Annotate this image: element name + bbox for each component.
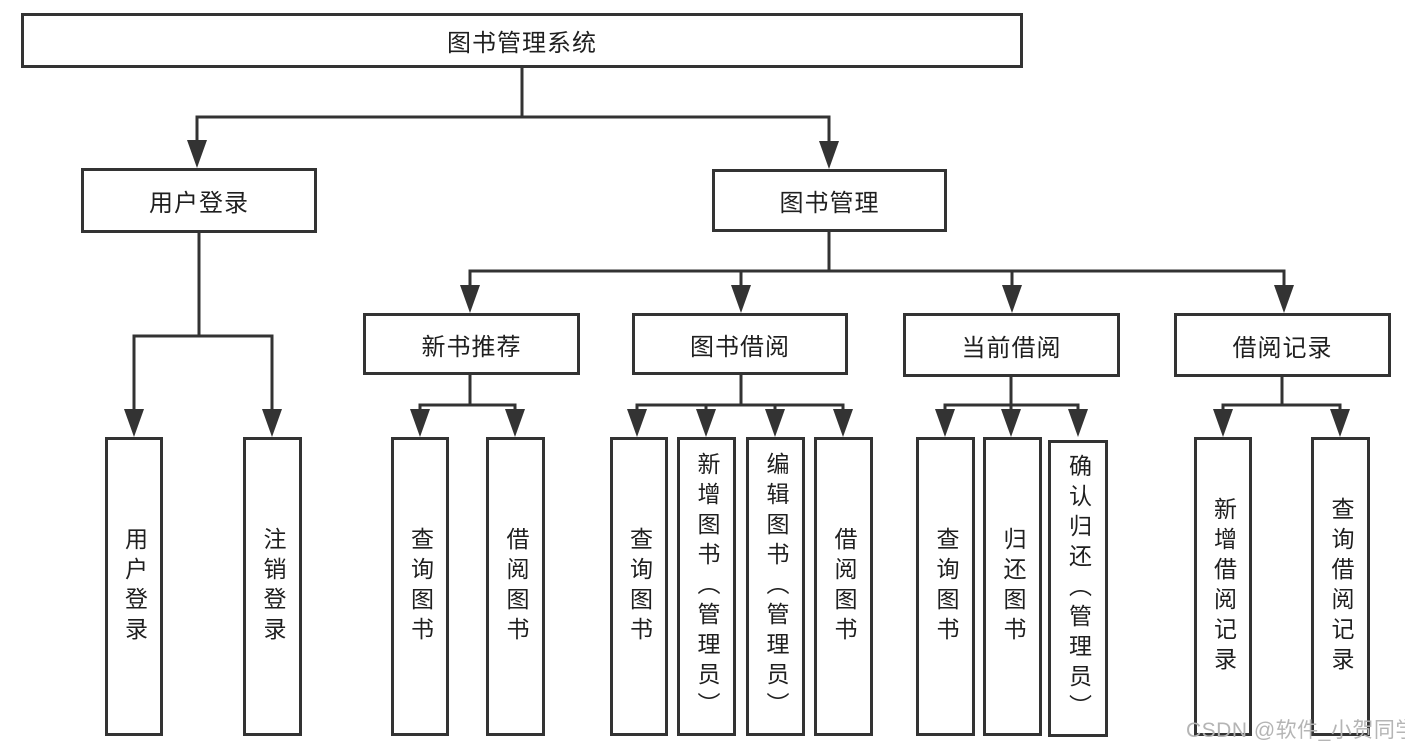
leaf-return-book: 归还图书 xyxy=(983,437,1042,736)
node-book-management: 图书管理 xyxy=(712,169,947,232)
leaf-query-books-current-label: 查询图书 xyxy=(933,526,959,647)
leaf-borrow-books: 借阅图书 xyxy=(814,437,873,736)
leaf-query-borrow-record-label: 查询借阅记录 xyxy=(1328,496,1354,677)
leaf-add-borrow-record-label: 新增借阅记录 xyxy=(1210,496,1237,677)
leaf-add-book-admin: 新增图书（管理员） xyxy=(677,437,736,736)
node-user-login: 用户登录 xyxy=(81,168,317,233)
leaf-borrow-books-label: 借阅图书 xyxy=(831,526,857,647)
csdn-watermark: CSDN @软件_小贺同学 xyxy=(1186,719,1405,742)
leaf-query-borrow-record: 查询借阅记录 xyxy=(1311,437,1370,736)
leaf-user-login-label: 用户登录 xyxy=(121,526,148,647)
node-borrow-records-label: 借阅记录 xyxy=(1232,334,1333,362)
leaf-add-borrow-record: 新增借阅记录 xyxy=(1194,437,1252,736)
arrowheads xyxy=(124,140,1350,437)
leaf-logout: 注销登录 xyxy=(243,437,302,736)
node-book-management-label: 图书管理 xyxy=(779,190,880,217)
leaf-confirm-return-admin-label: 确认归还（管理员） xyxy=(1065,453,1092,724)
leaf-borrow-books-recommend: 借阅图书 xyxy=(486,437,545,736)
node-book-borrow-label: 图书借阅 xyxy=(690,333,790,361)
leaf-query-books-current: 查询图书 xyxy=(916,437,975,736)
node-book-borrow: 图书借阅 xyxy=(632,313,848,375)
node-new-book-recommend: 新书推荐 xyxy=(363,313,580,375)
leaf-edit-book-admin: 编辑图书（管理员） xyxy=(746,437,805,736)
node-borrow-records: 借阅记录 xyxy=(1174,313,1391,377)
node-root: 图书管理系统 xyxy=(21,13,1023,68)
node-root-label: 图书管理系统 xyxy=(447,30,597,57)
node-user-login-label: 用户登录 xyxy=(149,190,249,217)
leaf-add-book-admin-label: 新增图书（管理员） xyxy=(694,451,720,722)
leaf-confirm-return-admin: 确认归还（管理员） xyxy=(1048,440,1108,737)
leaf-edit-book-admin-label: 编辑图书（管理员） xyxy=(763,451,789,722)
leaf-return-book-label: 归还图书 xyxy=(1000,526,1026,647)
leaf-query-books-recommend-label: 查询图书 xyxy=(407,526,434,647)
node-new-book-recommend-label: 新书推荐 xyxy=(421,333,522,361)
node-current-borrow-label: 当前借阅 xyxy=(961,334,1062,362)
leaf-borrow-books-recommend-label: 借阅图书 xyxy=(503,526,529,647)
leaf-query-books-borrow-label: 查询图书 xyxy=(626,526,653,647)
leaf-logout-label: 注销登录 xyxy=(260,526,286,647)
leaf-query-books-recommend: 查询图书 xyxy=(391,437,449,736)
leaf-user-login: 用户登录 xyxy=(105,437,163,736)
node-current-borrow: 当前借阅 xyxy=(903,313,1120,377)
leaf-query-books-borrow: 查询图书 xyxy=(610,437,668,736)
